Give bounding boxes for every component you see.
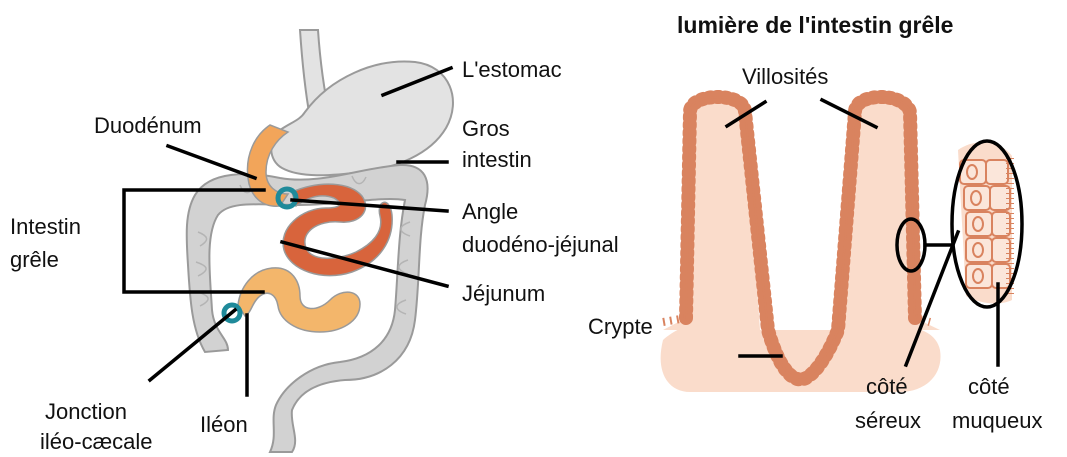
small-intestine-label-line2: grêle [10, 245, 59, 274]
magnified-epithelium [958, 142, 1012, 303]
mucosal-side-label-line2: muqueux [952, 406, 1043, 435]
mucosal-side-label-line1: côté [968, 372, 1010, 401]
ileocecal-label-line2: iléo-cæcale [40, 427, 153, 456]
duodenum-leader [168, 146, 255, 178]
serosal-side-label-line1: côté [866, 372, 908, 401]
jejunum-label: Jéjunum [462, 279, 545, 308]
colon-label-line1: Gros [462, 114, 510, 143]
ileum-label: Iléon [200, 410, 248, 439]
duodenum-label: Duodénum [94, 111, 202, 140]
flexure-label-line2: duodéno-jéjunal [462, 230, 619, 259]
digestive-tract-illustration [187, 30, 453, 452]
villi-label: Villosités [742, 62, 828, 91]
colon-label-line2: intestin [462, 145, 532, 174]
lumen-title: lumière de l'intestin grêle [677, 12, 953, 39]
stomach-label: L'estomac [462, 55, 562, 84]
flexure-label-line1: Angle [462, 197, 518, 226]
serosal-side-label-line2: séreux [855, 406, 921, 435]
lumen-illustration [661, 97, 1022, 392]
small-intestine-label-line1: Intestin [10, 212, 81, 241]
crypt-label: Crypte [588, 312, 653, 341]
ileum [238, 268, 360, 332]
ileocecal-label-line1: Jonction [45, 397, 127, 426]
